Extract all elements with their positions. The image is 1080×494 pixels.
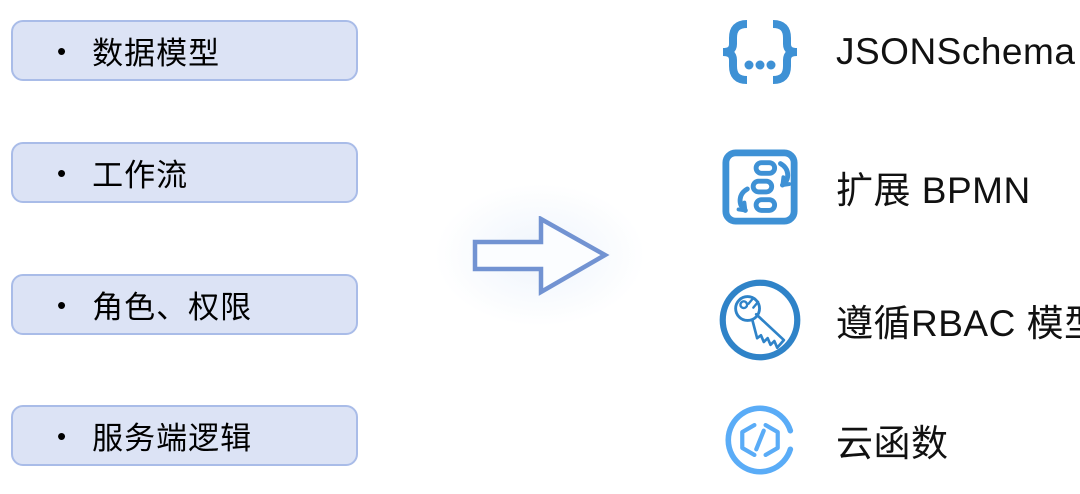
right-row-label: 遵循RBAC 模型 [836, 303, 1080, 344]
cloud-function-icon [725, 405, 794, 475]
bullet-icon: • [57, 35, 67, 66]
json-braces-icon [722, 20, 798, 84]
right-row-label: JSONSchema [836, 31, 1076, 72]
right-row-jsonschema: JSONSchema [714, 9, 1075, 95]
icon-wrap [714, 9, 806, 95]
bullet-icon: • [57, 289, 67, 320]
icon-wrap [714, 144, 806, 230]
bullet-icon: • [57, 420, 67, 451]
right-row-label: 扩展 BPMN [836, 170, 1031, 211]
bullet-box-label: 服务端逻辑 [92, 421, 253, 456]
icon-wrap [714, 277, 806, 363]
bullet-box-workflow: • 工作流 [11, 142, 358, 203]
right-row-rbac: 遵循RBAC 模型 [714, 277, 1080, 363]
bullet-box-server-logic: • 服务端逻辑 [11, 405, 358, 466]
bullet-icon: • [57, 157, 67, 188]
bpmn-flow-icon [722, 149, 798, 225]
right-row-label: 云函数 [836, 423, 949, 464]
right-row-cloud-function: 云函数 [714, 397, 949, 483]
rbac-key-icon [719, 279, 801, 361]
bullet-box-label: 角色、权限 [92, 290, 253, 325]
bullet-box-data-model: • 数据模型 [11, 20, 358, 81]
bullet-box-roles-permissions: • 角色、权限 [11, 274, 358, 335]
bullet-box-label: 数据模型 [92, 36, 221, 71]
bullet-box-label: 工作流 [92, 158, 189, 193]
transform-arrow-icon [472, 216, 610, 296]
icon-wrap [714, 397, 806, 483]
right-row-bpmn: 扩展 BPMN [714, 144, 1031, 230]
